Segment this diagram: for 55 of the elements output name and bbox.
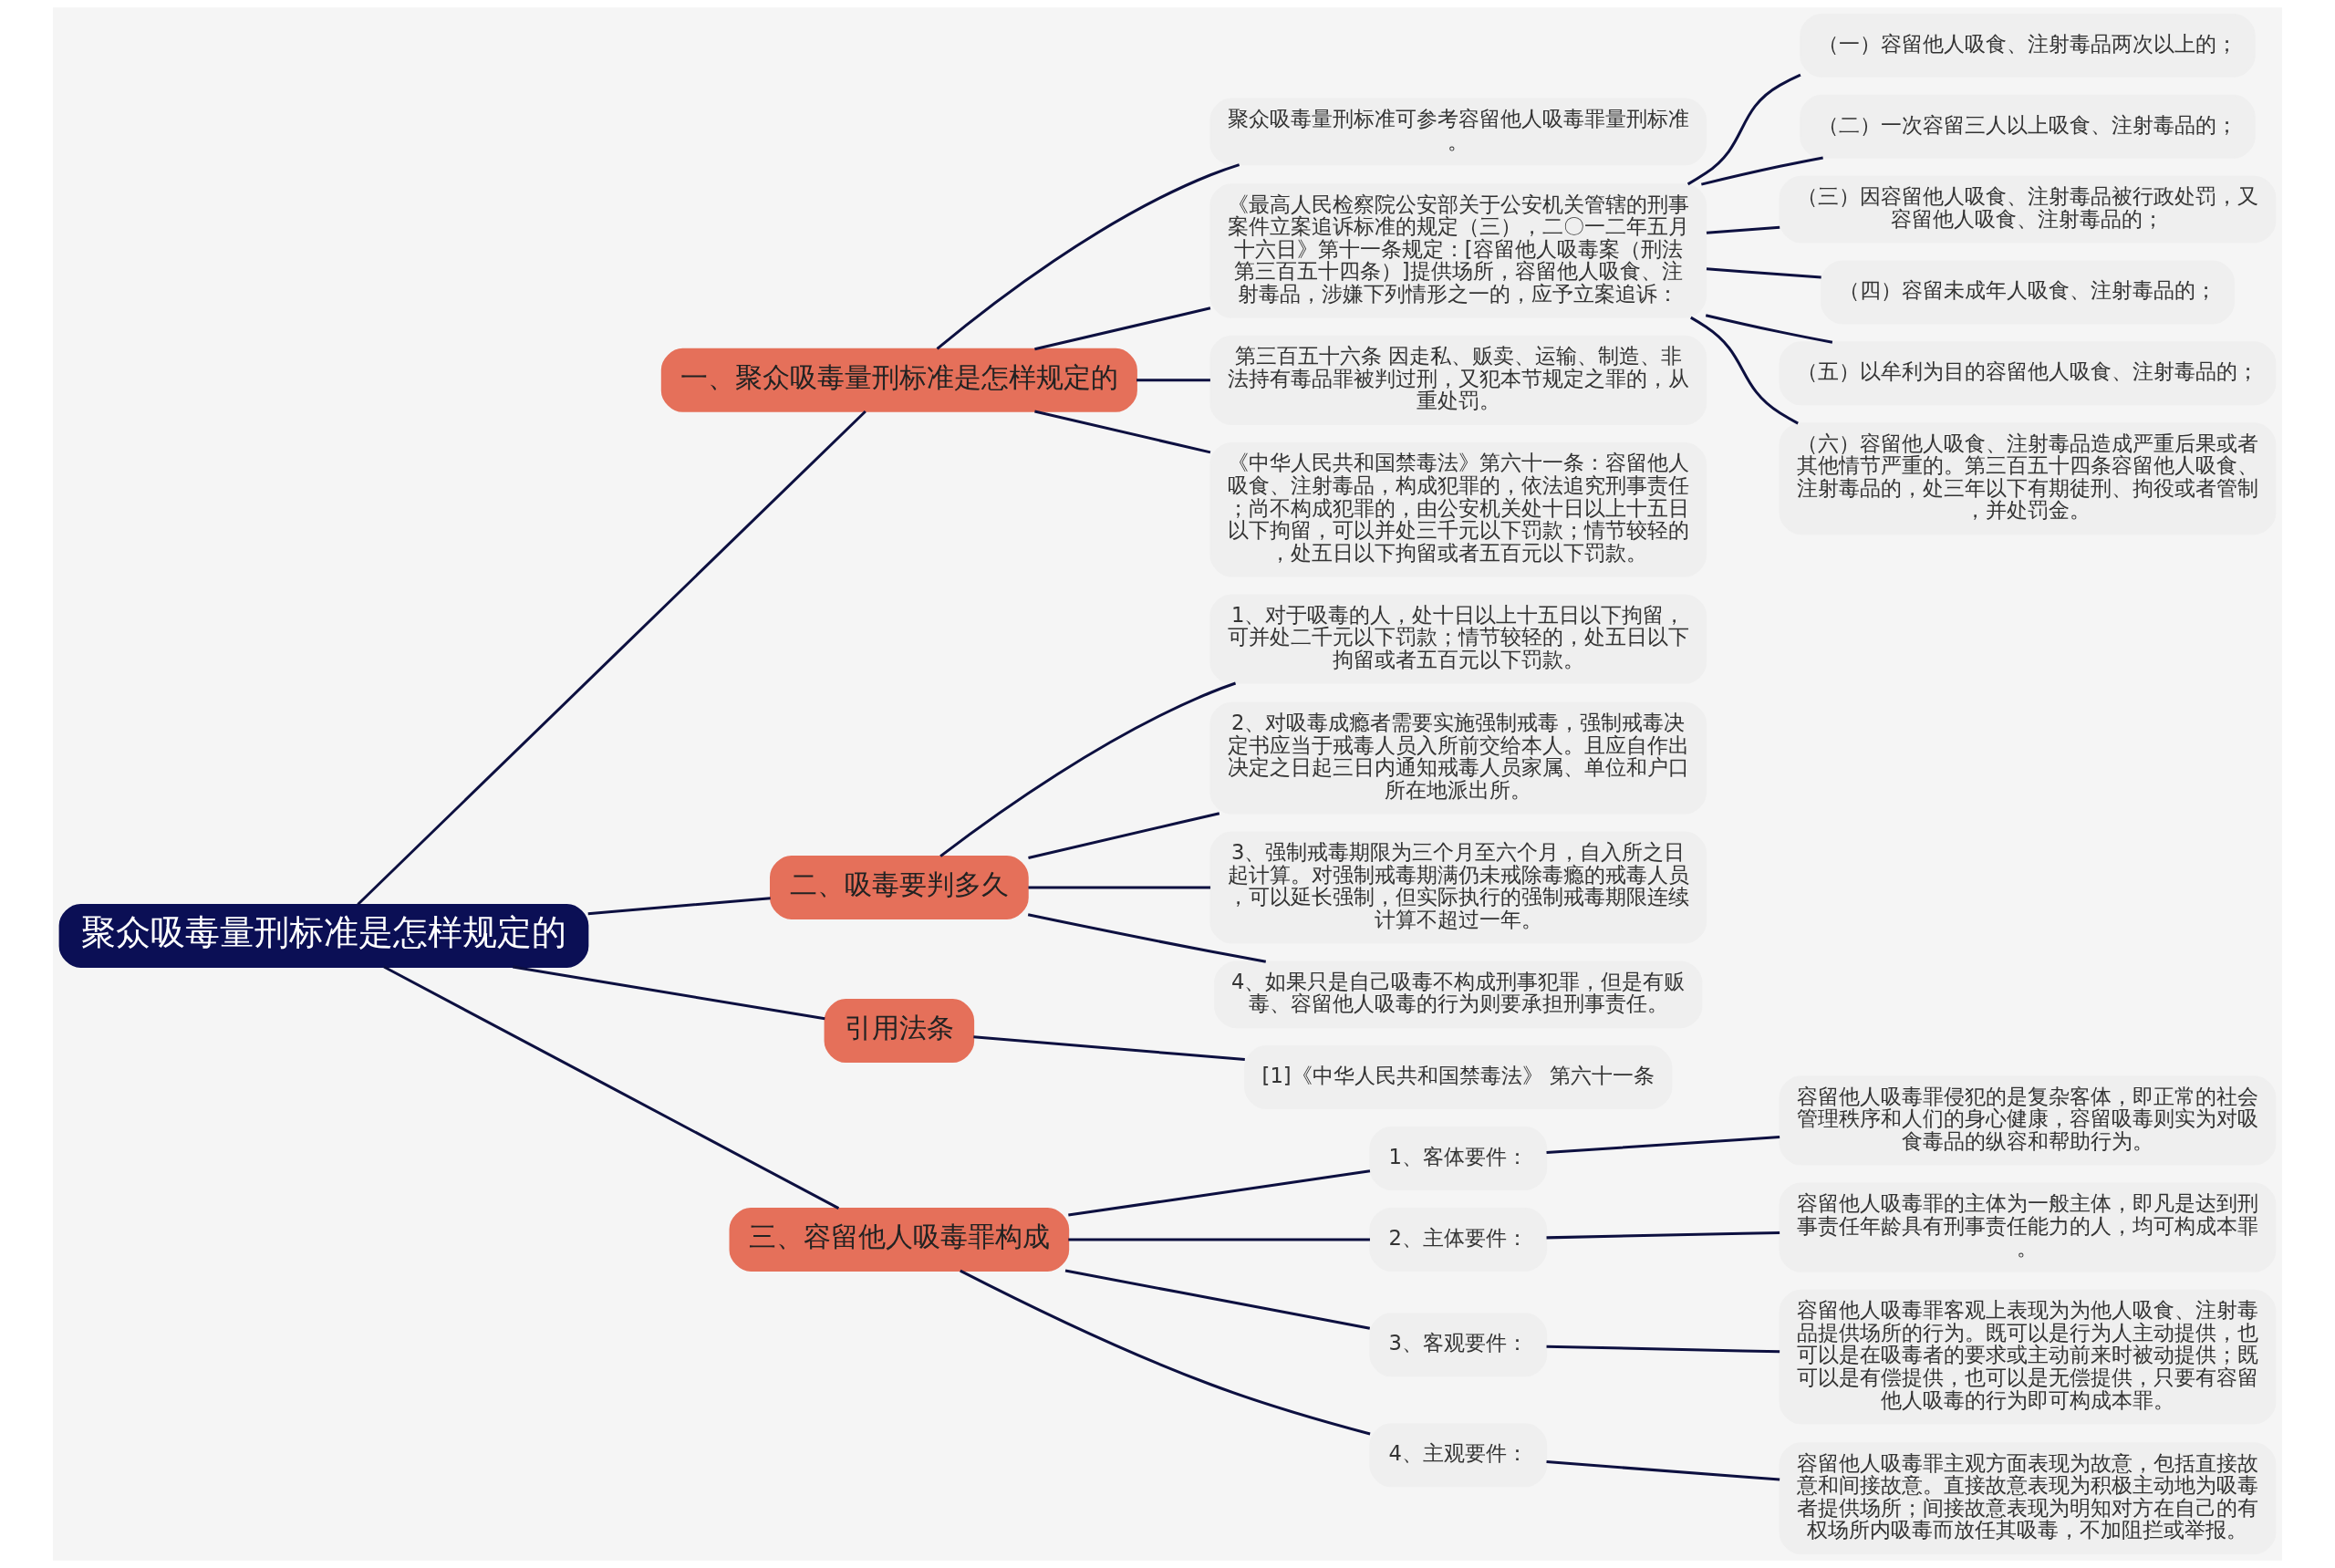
node-box: 容留他人吸毒罪主观方面表现为故意，包括直接故意和间接故意。直接故意表现为积极主动地为吸毒者提供场所；间接故意表现为明知对方在自己的有权场所内吸毒而放任其吸毒，不加阻拦或举报。 xyxy=(1779,1442,2277,1555)
node-box: 三、容留他人吸毒罪构成 xyxy=(729,1207,1070,1272)
connector xyxy=(1690,316,1799,425)
connector xyxy=(512,965,825,1021)
node-box: （一）容留他人吸食、注射毒品两次以上的； xyxy=(1800,13,2256,78)
node-box: 3、强制戒毒期限为三个月至六个月，自入所之日起计算。对强制戒毒期满仍未戒除毒瘾的戒毒人员，可以延长强制，但实际执行的强制戒毒期限连续计算不超过一年。 xyxy=(1209,831,1707,944)
node-box: 1、对于吸毒的人，处十日以上十五日以下拘留，可并处二千元以下罚款；情节较轻的，处五日以下拘留或者五百元以下罚款。 xyxy=(1209,594,1707,684)
node-box: 二、吸毒要判多久 xyxy=(769,856,1029,919)
connector xyxy=(1136,379,1210,382)
connector xyxy=(1546,1135,1780,1155)
connector xyxy=(587,897,771,916)
connector xyxy=(357,410,867,906)
connector xyxy=(1068,1169,1371,1217)
connector xyxy=(1706,267,1821,279)
connector xyxy=(1028,812,1220,859)
connector xyxy=(1034,306,1211,351)
connector xyxy=(1686,73,1801,186)
connector xyxy=(1705,314,1833,344)
node-box: 一、聚众吸毒量刑标准是怎样规定的 xyxy=(660,348,1137,412)
node-box: （三）因容留他人吸食、注射毒品被行政处罚，又容留他人吸食、注射毒品的； xyxy=(1779,175,2277,244)
node-box: 2、主体要件： xyxy=(1369,1207,1548,1272)
connector xyxy=(1546,1460,1780,1481)
node-box: [1]《中华人民共和国禁毒法》 第六十一条 xyxy=(1244,1045,1673,1110)
node-box: 《中华人民共和国禁毒法》第六十一条：容留他人吸食、注射毒品，构成犯罪的，依法追究刑事责任；尚不构成犯罪的，由公安机关处十日以上十五日以下拘留，可以并处三千元以下罚款；情节较轻的，处五日以下拘留或者五百元以下罚款。 xyxy=(1209,441,1707,577)
node-box: 聚众吸毒量刑标准是怎样规定的 xyxy=(58,903,589,968)
connector xyxy=(1064,1269,1371,1330)
connector xyxy=(1546,1231,1780,1240)
node-box: （二）一次容留三人以上吸食、注射毒品的； xyxy=(1800,94,2256,159)
connector xyxy=(1034,410,1211,454)
node-box: （六）容留他人吸食、注射毒品造成严重后果或者其他情节严重的。第三百五十四条容留他人吸食、注射毒品的，处三年以下有期徒刑、拘役或者管制，并处罚金。 xyxy=(1779,422,2277,535)
connector xyxy=(1028,886,1211,889)
connector xyxy=(1700,156,1823,186)
node-box: 容留他人吸毒罪客观上表现为为他人吸食、注射毒品提供场所的行为。既可以是行为人主动提供，也可以是在吸毒者的要求或主动前来时被动提供；既可以是有偿提供，也可以是无偿提供，只要有容留他人吸毒的行为即可构成本罪。 xyxy=(1779,1289,2277,1425)
connector xyxy=(939,681,1237,857)
node-box: 第三百五十六条 因走私、贩卖、运输、制造、非法持有毒品罪被判过刑，又犯本节规定之罪的，从重处罚。 xyxy=(1209,335,1707,426)
connector xyxy=(383,965,840,1210)
node-box: （五）以牟利为目的容留他人吸食、注射毒品的； xyxy=(1779,341,2277,406)
connector xyxy=(1546,1345,1780,1354)
node-box: 容留他人吸毒罪侵犯的是复杂客体，即正常的社会管理秩序和人们的身心健康，容留吸毒则实为对吸食毒品的纵容和帮助行为。 xyxy=(1779,1075,2277,1166)
connector xyxy=(1068,1238,1370,1241)
node-box: 《最高人民检察院公安部关于公安机关管辖的刑事案件立案追诉标准的规定（三），二〇一二年五月十六日》第十一条规定：[容留他人吸毒案（刑法第三百五十四条）]提供场所，容留他人吸食、注射毒品，涉嫌下列情形之一的，应予立案追诉： xyxy=(1209,183,1707,318)
connector xyxy=(1027,913,1267,963)
node-box: （四）容留未成年人吸食、注射毒品的； xyxy=(1821,260,2235,325)
connector xyxy=(1706,225,1780,234)
node-box: 容留他人吸毒罪的主体为一般主体，即凡是达到刑事责任年龄具有刑事责任能力的人，均可构成本罪。 xyxy=(1779,1182,2277,1272)
node-box: 引用法条 xyxy=(824,999,975,1063)
node-box: 3、客观要件： xyxy=(1369,1313,1548,1377)
node-box: 4、主观要件： xyxy=(1369,1423,1548,1488)
node-box: 聚众吸毒量刑标准可参考容留他人吸毒罪量刑标准。 xyxy=(1209,98,1707,166)
node-box: 2、对吸毒成瘾者需要实施强制戒毒，强制戒毒决定书应当于戒毒人员入所前交给本人。且应自作出决定之日起三日内通知戒毒人员家属、单位和户口所在地派出所。 xyxy=(1209,701,1707,815)
node-box: 1、客体要件： xyxy=(1369,1127,1548,1190)
connector xyxy=(973,1035,1245,1062)
node-box: 4、如果只是自己吸毒不构成刑事犯罪，但是有贩毒、容留他人吸毒的行为则要承担刑事责任。 xyxy=(1214,961,1703,1029)
connector xyxy=(936,163,1240,350)
connector xyxy=(960,1269,1371,1436)
